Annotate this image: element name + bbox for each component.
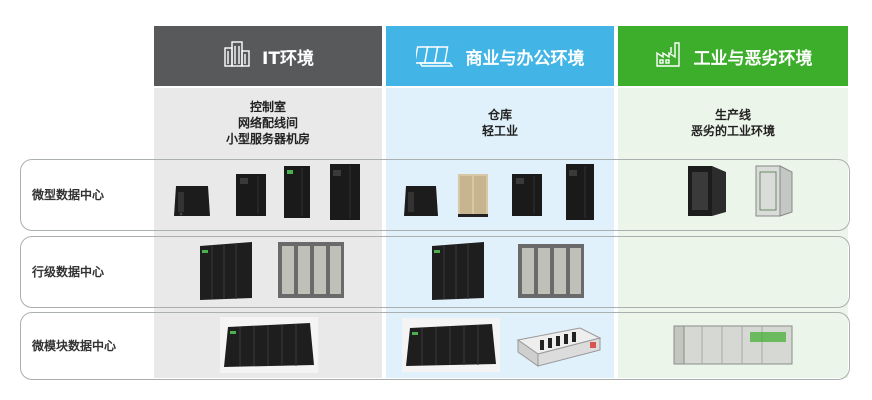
industrial-column-header: 工业与恶劣环境 [618,26,848,86]
row-micro-dc [20,159,850,231]
subtitle-line: 仓库 [487,108,512,122]
subtitle-line: 轻工业 [481,124,518,138]
industrial-column-title: 工业与恶劣环境 [693,48,813,69]
row-label-micro-dc: 微型数据中心 [32,188,105,202]
it-column-title: IT环境 [262,48,314,69]
modular-dc-black-pod-image [402,318,500,372]
modular-dc-container-cutaway-image [516,327,602,367]
micro-dc-tall-rack-image [284,166,310,218]
commercial-column-title: 商业与办公环境 [465,48,585,69]
micro-dc-industrial-open-rack-image [688,166,726,216]
micro-dc-medium-rack-image [236,174,266,216]
modular-dc-black-pod-image [220,317,318,373]
commercial-column-header: 商业与办公环境 [386,26,614,86]
row-label-row-dc: 行级数据中心 [32,265,105,279]
micro-dc-industrial-grey-cabinet-image [755,165,793,217]
subtitle-line: 生产线 [714,108,751,122]
micro-dc-tall-rack-image [330,164,360,220]
subtitle-line: 控制室 [249,100,286,114]
subtitle-line: 恶劣的工业环境 [690,124,775,138]
row-dc-black-row-image [432,242,484,300]
it-column-subtitle: 控制室 网络配线间 小型服务器机房 [154,88,382,158]
row-row-dc [20,236,850,308]
office-icon [413,39,456,74]
commercial-column-subtitle: 仓库 轻工业 [386,88,614,158]
row-dc-open-racks-image [278,242,344,298]
subtitle-line: 网络配线间 [237,116,298,130]
it-column-header: IT环境 [154,26,382,86]
row-dc-black-row-image [200,242,252,300]
building-icon [222,39,252,74]
industrial-column-subtitle: 生产线 恶劣的工业环境 [618,88,848,158]
micro-dc-small-enclosure-image [174,186,210,216]
micro-dc-beige-cabinet-image [458,174,488,217]
row-label-modular-dc: 微模块数据中心 [32,339,117,353]
subtitle-line: 小型服务器机房 [225,132,310,146]
factory-icon [654,39,684,74]
row-dc-open-racks-image [518,244,584,298]
micro-dc-tall-rack-image [566,164,594,220]
micro-dc-small-enclosure-image [404,186,438,216]
row-modular-dc [20,312,850,380]
micro-dc-medium-rack-image [512,174,542,216]
modular-dc-shipping-container-image [673,325,793,365]
